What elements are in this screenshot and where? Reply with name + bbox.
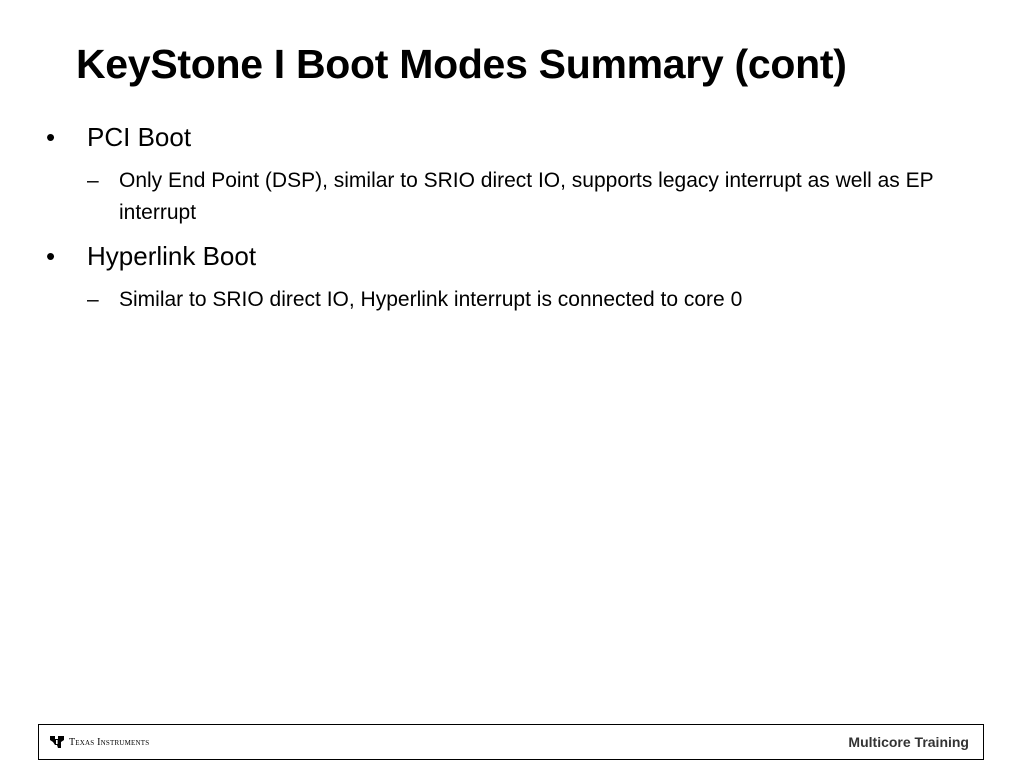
sub-bullet-text: Only End Point (DSP), similar to SRIO di…	[119, 169, 934, 224]
bullet-text: Hyperlink Boot	[87, 241, 257, 271]
texas-instruments-logo-icon	[50, 736, 64, 748]
slide-content: • PCI Boot – Only End Point (DSP), simil…	[46, 118, 976, 316]
sub-bullet-item-pci-boot-detail: – Only End Point (DSP), similar to SRIO …	[46, 165, 976, 229]
bullet-item-pci-boot: • PCI Boot	[46, 118, 976, 156]
footer-title: Multicore Training	[848, 734, 969, 750]
bullet-text: PCI Boot	[87, 122, 192, 152]
texas-instruments-logo: Texas Instruments	[49, 734, 149, 750]
sub-bullet-text: Similar to SRIO direct IO, Hyperlink int…	[119, 288, 743, 311]
sub-bullet-marker: –	[87, 288, 99, 311]
sub-bullet-marker: –	[87, 169, 99, 192]
bullet-marker: •	[46, 122, 56, 152]
bullet-marker: •	[46, 241, 56, 271]
logo-text: Texas Instruments	[69, 736, 150, 748]
bullet-item-hyperlink-boot: • Hyperlink Boot	[46, 237, 976, 275]
sub-bullet-item-hyperlink-boot-detail: – Similar to SRIO direct IO, Hyperlink i…	[46, 284, 976, 316]
slide-footer: Texas Instruments Multicore Training	[38, 724, 984, 760]
slide-title: KeyStone I Boot Modes Summary (cont)	[76, 41, 847, 87]
